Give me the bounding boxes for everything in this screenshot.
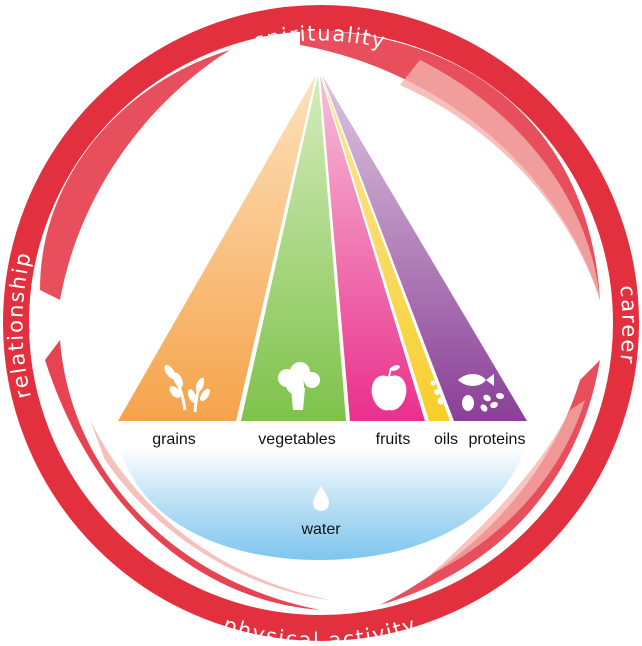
label-proteins: proteins [469, 431, 526, 448]
label-vegetables: vegetables [258, 431, 335, 448]
label-fruits: fruits [376, 431, 411, 448]
label-oils: oils [434, 431, 458, 448]
broccoli-icon [278, 362, 320, 410]
label-grains: grains [152, 431, 196, 448]
life-ring [3, 5, 639, 641]
wheat-icon [164, 365, 210, 413]
ring-label-right: career [615, 284, 641, 366]
oil-drops-icon [430, 380, 445, 405]
pyramid-segment-proteins [322, 75, 527, 421]
water-drop-icon [313, 486, 329, 511]
label-water: water [300, 521, 341, 538]
fish-egg-beans-icon [458, 374, 504, 412]
apple-icon [371, 365, 407, 411]
food-pyramid [118, 75, 527, 421]
pyramid-segment-fruits [320, 75, 425, 421]
ring-label-left: relationship [4, 249, 36, 401]
pyramid-segment-vegetables [241, 75, 346, 421]
pyramid-segment-oils [321, 75, 450, 421]
pyramid-segment-grains [118, 75, 316, 421]
